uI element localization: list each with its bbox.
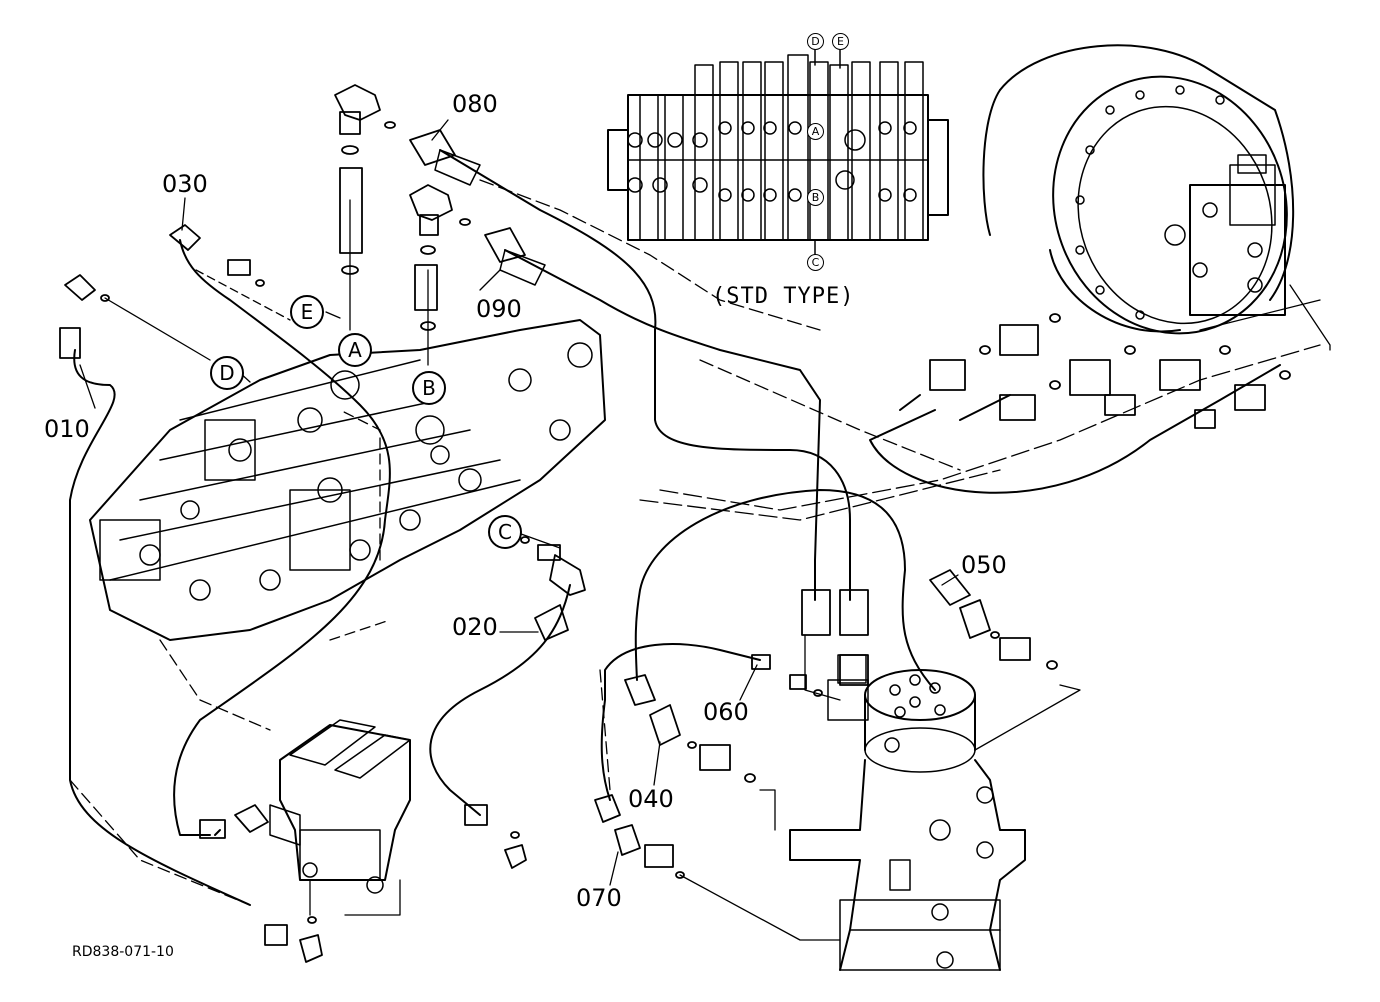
- inset-port-label-e: E: [832, 33, 849, 50]
- leader-lines: [69, 179, 1331, 941]
- part-label-090: 090: [476, 295, 522, 323]
- part-label-020: 020: [452, 613, 498, 641]
- port-label-a: A: [338, 333, 372, 367]
- part-label-030: 030: [162, 170, 208, 198]
- travel-pilot-valve: [269, 719, 411, 894]
- part-label-080: 080: [452, 90, 498, 118]
- inset-caption: (STD TYPE): [712, 284, 855, 309]
- port-label-d: D: [210, 356, 244, 390]
- inset-port-label-c: C: [807, 254, 824, 271]
- label-pointers: [79, 119, 959, 886]
- port-label-b: B: [412, 371, 446, 405]
- part-label-070: 070: [576, 884, 622, 912]
- fittings: [59, 84, 1291, 963]
- port-label-c: C: [488, 515, 522, 549]
- drawing-code: RD838-071-10: [72, 944, 174, 960]
- inset-port-label-d: D: [807, 33, 824, 50]
- part-label-010: 010: [44, 415, 90, 443]
- part-label-060: 060: [703, 698, 749, 726]
- std-type-valve-inset: [607, 49, 949, 256]
- port-label-e: E: [290, 295, 324, 329]
- travel-motor: [982, 44, 1295, 335]
- inset-port-label-b: B: [807, 189, 824, 206]
- part-label-040: 040: [628, 785, 674, 813]
- control-valve-body: [89, 319, 606, 641]
- swivel-joint: [789, 654, 1026, 971]
- hoses: [69, 149, 1281, 906]
- part-label-050: 050: [961, 551, 1007, 579]
- inset-port-label-a: A: [807, 123, 824, 140]
